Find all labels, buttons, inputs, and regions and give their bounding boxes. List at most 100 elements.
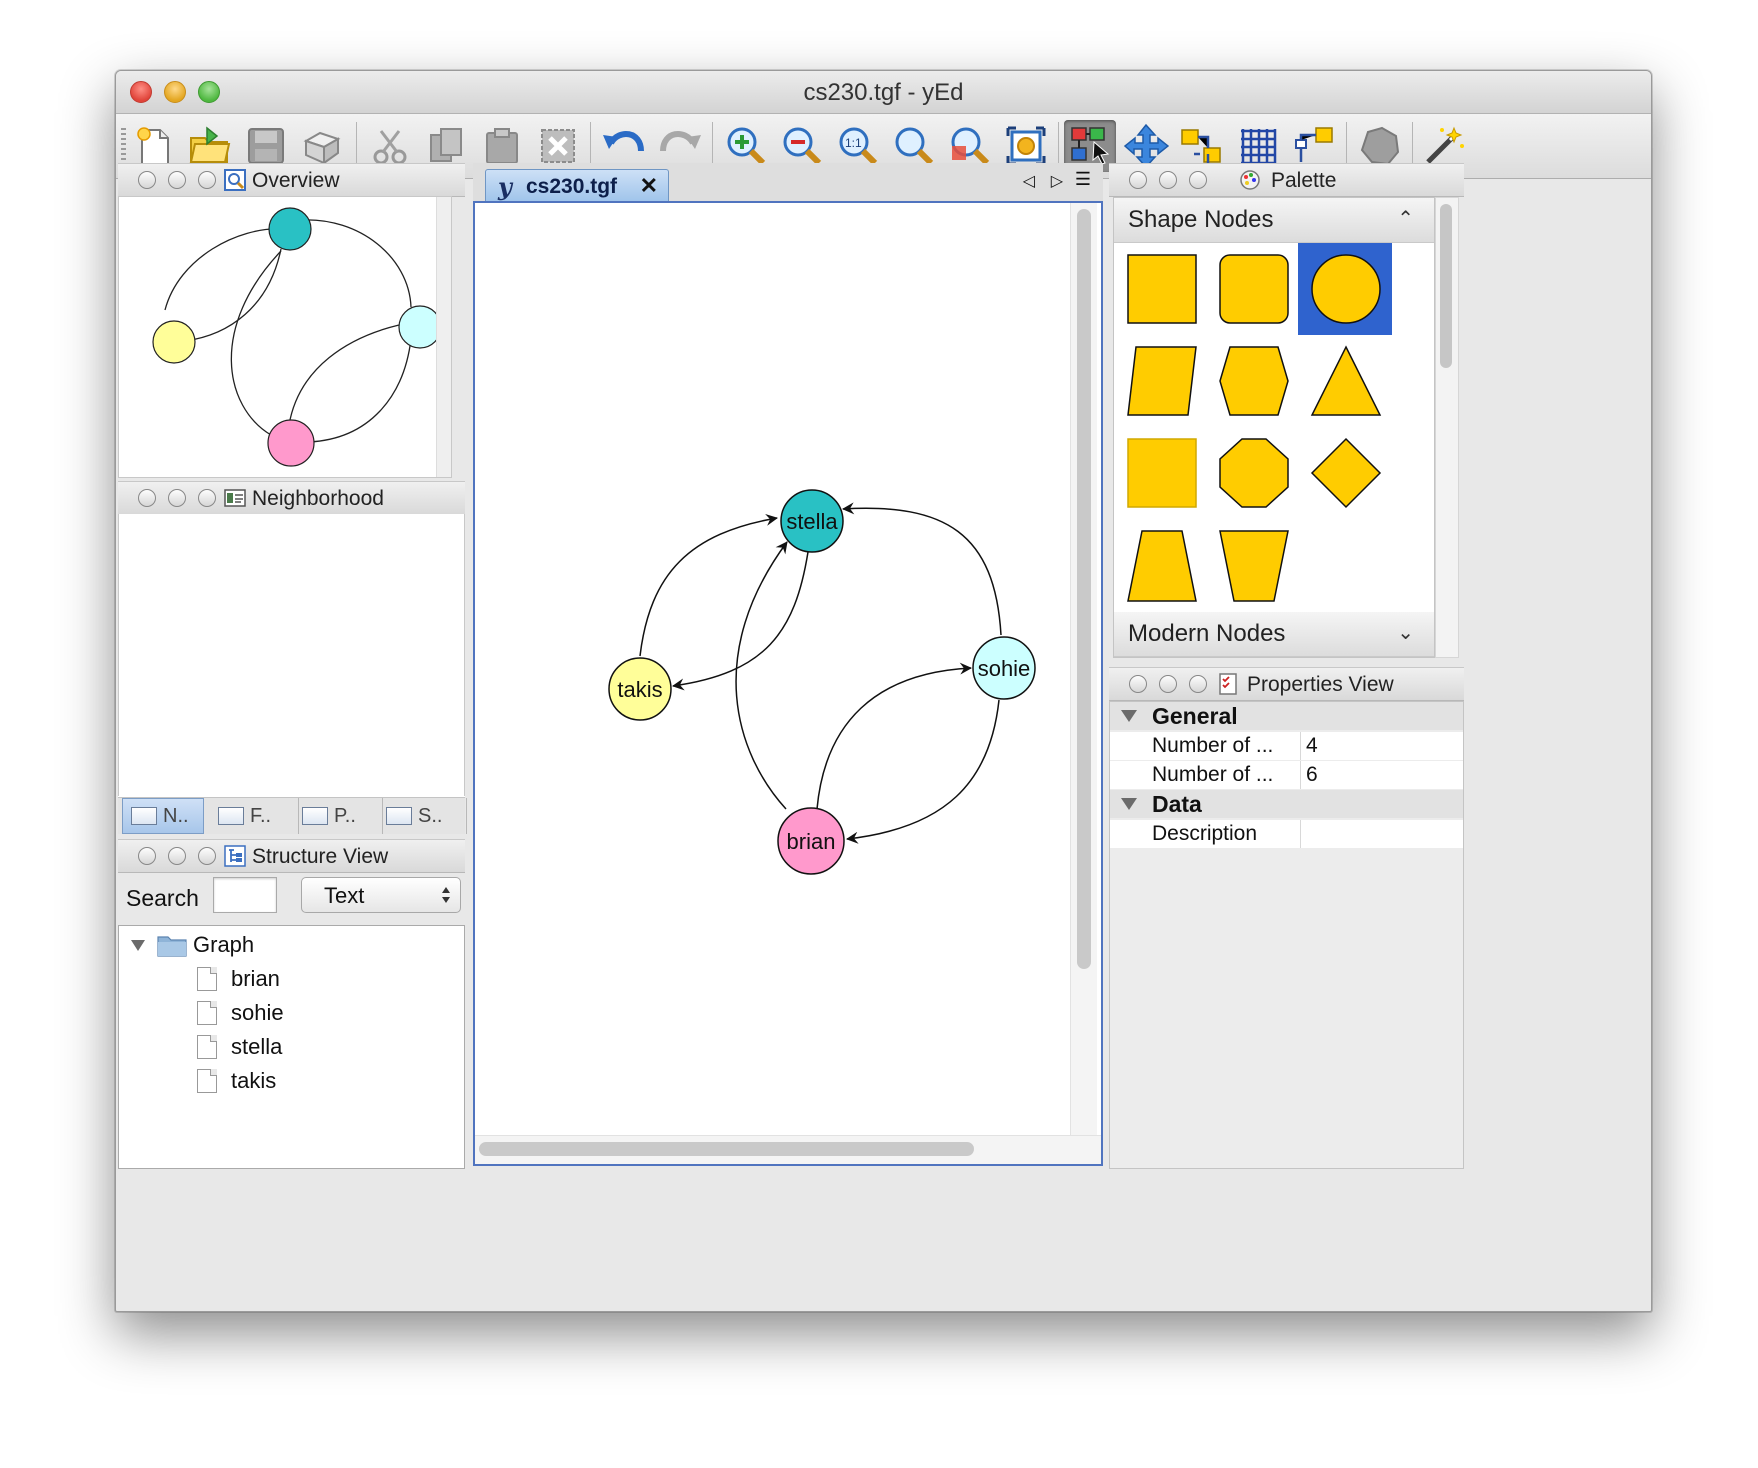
- graph-canvas[interactable]: stella takis sohie brian: [473, 201, 1103, 1166]
- delete-button[interactable]: [532, 120, 584, 172]
- grid-button[interactable]: [1232, 120, 1284, 172]
- tree-item-brian[interactable]: brian: [197, 966, 280, 992]
- tab-list-icon[interactable]: ☰: [1074, 169, 1091, 189]
- document-icon: [197, 1001, 217, 1025]
- shape-trapezoid-inverted[interactable]: [1219, 530, 1289, 602]
- tree-root-graph[interactable]: Graph: [129, 932, 254, 958]
- panel-close-button[interactable]: [1129, 675, 1147, 693]
- panel-minimize-button[interactable]: [168, 489, 186, 507]
- tab-scroll-right-icon[interactable]: ▷: [1050, 173, 1063, 190]
- panel-minimize-button[interactable]: [168, 847, 186, 865]
- edge-stella-takis[interactable]: [672, 551, 809, 691]
- close-window-button[interactable]: [130, 81, 152, 103]
- shape-hexagon[interactable]: [1219, 346, 1289, 416]
- minimize-window-button[interactable]: [164, 81, 186, 103]
- zoom-fit-button[interactable]: [888, 120, 940, 172]
- toolbar-grip[interactable]: [121, 128, 126, 164]
- shape-octagon[interactable]: [1219, 438, 1289, 508]
- tab-predecessors[interactable]: P..: [294, 798, 383, 834]
- zoom-out-button[interactable]: [776, 120, 828, 172]
- collapse-chevron-icon[interactable]: ⌃: [1397, 208, 1414, 230]
- shape-parallelogram[interactable]: [1127, 346, 1197, 416]
- wizard-button[interactable]: [1418, 120, 1470, 172]
- select-arrows-icon: [442, 887, 450, 903]
- palette-scrollbar[interactable]: [1440, 204, 1452, 368]
- canvas-vertical-scrollbar[interactable]: [1077, 209, 1091, 969]
- property-row[interactable]: Number of ... 4: [1110, 732, 1463, 760]
- layout-button[interactable]: [1176, 120, 1228, 172]
- modern-nodes-section-header[interactable]: Modern Nodes ⌄: [1114, 612, 1434, 657]
- zoom-in-button[interactable]: [720, 120, 772, 172]
- shape-rectangle-3d[interactable]: [1127, 438, 1197, 508]
- tab-successors[interactable]: S..: [378, 798, 467, 834]
- tab-scroll-left-icon[interactable]: ◁: [1022, 173, 1035, 190]
- panel-minimize-button[interactable]: [168, 171, 186, 189]
- copy-button[interactable]: [420, 120, 472, 172]
- svg-text:1:1: 1:1: [845, 136, 862, 150]
- overview-scrollbar[interactable]: [436, 197, 451, 477]
- edge-sohie-stella[interactable]: [842, 502, 1002, 636]
- panel-float-button[interactable]: [198, 847, 216, 865]
- expand-triangle-icon[interactable]: [129, 936, 147, 954]
- panel-close-button[interactable]: [1129, 171, 1147, 189]
- tree-item-stella[interactable]: stella: [197, 1034, 282, 1060]
- expand-chevron-icon[interactable]: ⌄: [1397, 622, 1414, 644]
- edge-takis-stella[interactable]: [639, 513, 778, 657]
- redo-button[interactable]: [654, 120, 706, 172]
- canvas-horizontal-scrollbar[interactable]: [479, 1142, 974, 1156]
- shape-ellipse[interactable]: [1311, 254, 1381, 324]
- canvas-horizontal-track[interactable]: [475, 1135, 1101, 1164]
- shape-rounded-rectangle[interactable]: [1219, 254, 1289, 324]
- zoom-original-button[interactable]: 1:1: [832, 120, 884, 172]
- paste-clipboard-icon: [486, 128, 518, 164]
- group-general[interactable]: General: [1110, 702, 1463, 730]
- expand-triangle-icon[interactable]: [1120, 796, 1138, 812]
- undo-button[interactable]: [598, 120, 650, 172]
- node-stella[interactable]: stella: [780, 489, 844, 553]
- node-brian[interactable]: brian: [777, 807, 845, 875]
- edge-brian-stella[interactable]: [735, 541, 788, 810]
- document-tabbar: y cs230.tgf ✕ ◁ ▷ ☰: [473, 163, 1103, 204]
- panel-float-button[interactable]: [1189, 675, 1207, 693]
- close-tab-icon[interactable]: ✕: [639, 173, 658, 198]
- tree-item-takis[interactable]: takis: [197, 1068, 276, 1094]
- panel-float-button[interactable]: [198, 171, 216, 189]
- expand-triangle-icon[interactable]: [1120, 708, 1138, 724]
- search-filter-select[interactable]: Text: [301, 877, 461, 913]
- canvas-vertical-track[interactable]: [1070, 203, 1097, 1164]
- panel-float-button[interactable]: [1189, 171, 1207, 189]
- tab-neighborhood[interactable]: N..: [122, 798, 204, 834]
- zoom-window-button[interactable]: [198, 81, 220, 103]
- node-sohie[interactable]: sohie: [972, 636, 1036, 700]
- save-button[interactable]: [240, 120, 292, 172]
- tree-item-sohie[interactable]: sohie: [197, 1000, 284, 1026]
- panel-close-button[interactable]: [138, 171, 156, 189]
- orthogonal-edges-button[interactable]: [1288, 120, 1340, 172]
- panel-close-button[interactable]: [138, 847, 156, 865]
- new-document-button[interactable]: [128, 120, 180, 172]
- shape-rectangle[interactable]: [1127, 254, 1197, 324]
- zoom-area-button[interactable]: [944, 120, 996, 172]
- group-button[interactable]: [1354, 120, 1406, 172]
- shape-nodes-section-header[interactable]: Shape Nodes ⌃: [1114, 198, 1434, 243]
- property-row[interactable]: Number of ... 6: [1110, 761, 1463, 789]
- node-takis[interactable]: takis: [608, 657, 672, 721]
- shape-triangle[interactable]: [1310, 345, 1382, 416]
- panel-minimize-button[interactable]: [1159, 171, 1177, 189]
- panel-minimize-button[interactable]: [1159, 675, 1177, 693]
- shape-diamond[interactable]: [1310, 437, 1382, 509]
- overview-canvas[interactable]: [118, 196, 452, 478]
- edge-brian-sohie[interactable]: [816, 662, 972, 810]
- property-row[interactable]: Description: [1110, 820, 1463, 848]
- group-data[interactable]: Data: [1110, 790, 1463, 818]
- tab-cs230[interactable]: y cs230.tgf ✕: [485, 169, 669, 204]
- open-file-button[interactable]: [184, 120, 236, 172]
- node-label: brian: [787, 829, 836, 854]
- palette-scroll-track[interactable]: [1435, 197, 1459, 658]
- shape-trapezoid[interactable]: [1127, 530, 1197, 602]
- panel-float-button[interactable]: [198, 489, 216, 507]
- tab-filter[interactable]: F..: [210, 798, 299, 834]
- edge-sohie-brian[interactable]: [846, 699, 1000, 844]
- panel-close-button[interactable]: [138, 489, 156, 507]
- search-input[interactable]: [213, 877, 277, 913]
